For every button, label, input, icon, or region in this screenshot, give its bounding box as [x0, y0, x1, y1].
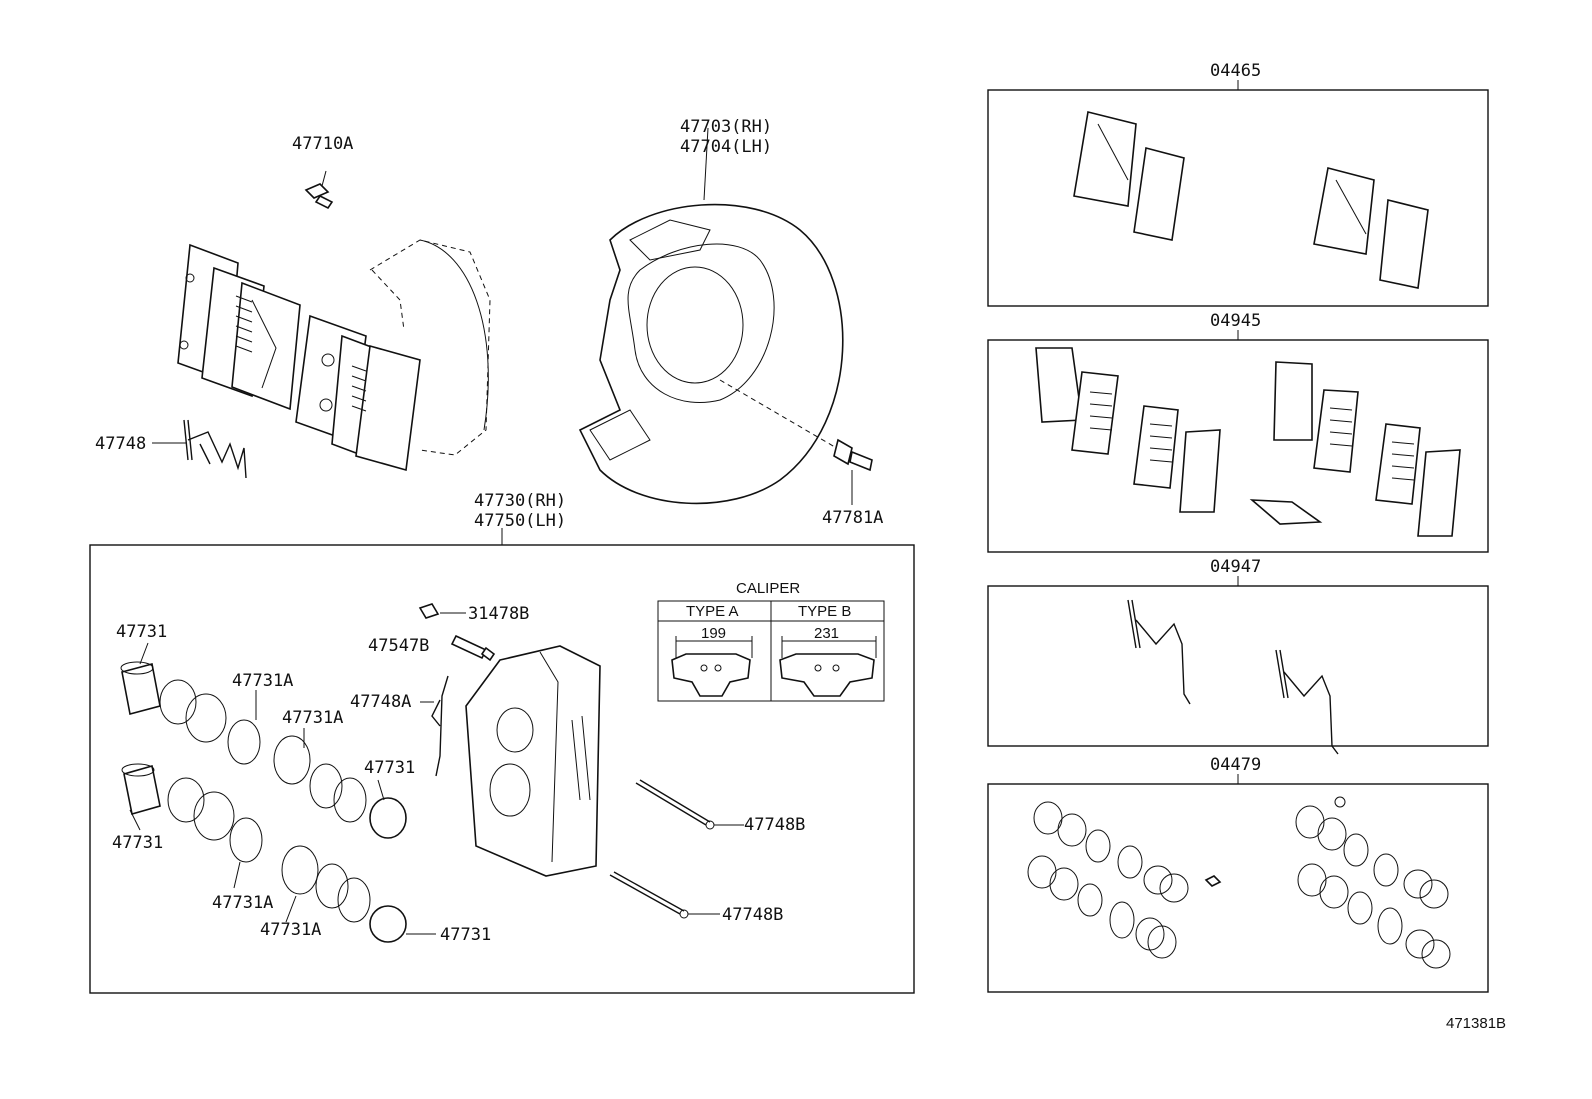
label-31478b: 31478B	[468, 604, 529, 624]
figure-id: 471381B	[1446, 1015, 1506, 1032]
anti-rattle-spring-47748	[152, 419, 247, 479]
caliper-table-title: CALIPER	[736, 580, 800, 597]
label-47704: 47704(LH)	[680, 137, 772, 157]
label-47731a-3: 47731A	[212, 893, 273, 913]
label-kit-04945: 04945	[1210, 311, 1261, 331]
label-47731-2: 47731	[364, 758, 415, 778]
label-47731-4: 47731	[440, 925, 491, 945]
pins-47748b	[609, 779, 744, 919]
caliper-type-a: TYPE A	[686, 603, 739, 620]
label-kit-04947: 04947	[1210, 557, 1261, 577]
kit-box-04479	[987, 783, 1489, 993]
caliper-dim-a: 199	[701, 625, 726, 642]
label-kit-04479: 04479	[1210, 755, 1261, 775]
kit-box-04947	[987, 585, 1489, 747]
caliper-body	[465, 645, 601, 877]
label-47748b-2: 47748B	[722, 905, 783, 925]
piston-seal-set	[120, 642, 436, 943]
label-47703: 47703(RH)	[680, 117, 772, 137]
label-47750: 47750(LH)	[474, 511, 566, 531]
label-47731-3: 47731	[112, 833, 163, 853]
label-47731-1: 47731	[116, 622, 167, 642]
caliper-type-b: TYPE B	[798, 603, 851, 620]
brake-disc-outline	[369, 239, 491, 456]
label-47731a-2: 47731A	[282, 708, 343, 728]
bolt-47781a	[719, 379, 873, 505]
label-47748: 47748	[95, 434, 146, 454]
label-47730: 47730(RH)	[474, 491, 566, 511]
kit-04945-pads	[1035, 347, 1461, 537]
spring-47748a	[420, 675, 449, 777]
kit-04465-pads	[1073, 111, 1429, 289]
label-47731a-1: 47731A	[232, 671, 293, 691]
caliper-type-table	[657, 600, 885, 702]
kit-04479-seals	[1027, 796, 1451, 969]
label-47748a: 47748A	[350, 692, 411, 712]
bleeder-plug-47710a	[304, 170, 334, 210]
pad-shim-set	[177, 243, 421, 472]
label-47781a: 47781A	[822, 508, 883, 528]
label-kit-04465: 04465	[1210, 61, 1261, 81]
dust-cover-47703	[578, 127, 844, 505]
label-47748b-1: 47748B	[744, 815, 805, 835]
bleeder-47547b	[450, 634, 496, 662]
label-47710a: 47710A	[292, 134, 353, 154]
bleeder-31478b	[418, 603, 466, 619]
kit-04947-springs	[1127, 599, 1339, 755]
label-47731a-4: 47731A	[260, 920, 321, 940]
label-47547b: 47547B	[368, 636, 429, 656]
caliper-dim-b: 231	[814, 625, 839, 642]
